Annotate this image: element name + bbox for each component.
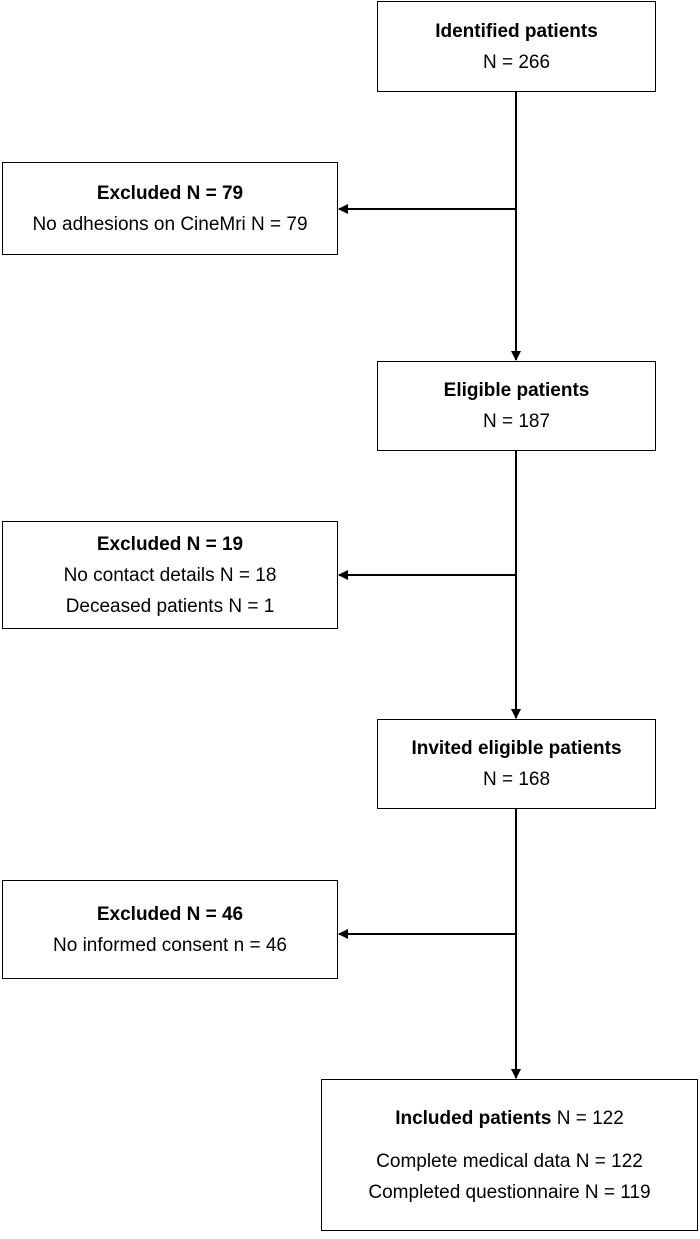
included-medical-data: Complete medical data N = 122 <box>376 1150 643 1172</box>
excluded-box-3: Excluded N = 46 No informed consent n = … <box>2 880 338 979</box>
eligible-count: N = 187 <box>482 411 551 432</box>
invited-count: N = 168 <box>482 769 551 790</box>
excluded-3-reason: No informed consent n = 46 <box>53 934 287 956</box>
excluded-1-reason: No adhesions on CineMri N = 79 <box>32 213 308 235</box>
eligible-title: Eligible patients <box>443 380 590 401</box>
eligible-patients-box: Eligible patients N = 187 <box>377 361 656 451</box>
excluded-box-1: Excluded N = 79 No adhesions on CineMri … <box>2 162 338 255</box>
invited-title: Invited eligible patients <box>411 738 622 759</box>
included-header: Included patients N = 122 <box>395 1103 624 1134</box>
identified-title: Identified patients <box>435 20 598 42</box>
identified-patients-box: Identified patients N = 266 <box>377 1 656 92</box>
excluded-3-title: Excluded N = 46 <box>96 903 244 925</box>
invited-patients-box: Invited eligible patients N = 168 <box>377 719 656 809</box>
excluded-1-title: Excluded N = 79 <box>96 182 244 204</box>
included-questionnaire: Completed questionnaire N = 119 <box>368 1181 651 1203</box>
included-count: N = 122 <box>556 1107 624 1129</box>
identified-count: N = 266 <box>482 51 551 73</box>
excluded-2-reason-deceased: Deceased patients N = 1 <box>65 595 275 617</box>
included-title: Included patients <box>395 1107 552 1129</box>
excluded-box-2: Excluded N = 19 No contact details N = 1… <box>2 521 338 629</box>
excluded-2-reason-contact: No contact details N = 18 <box>63 564 277 586</box>
excluded-2-title: Excluded N = 19 <box>96 533 244 555</box>
included-patients-box: Included patients N = 122 Complete medic… <box>321 1079 698 1231</box>
